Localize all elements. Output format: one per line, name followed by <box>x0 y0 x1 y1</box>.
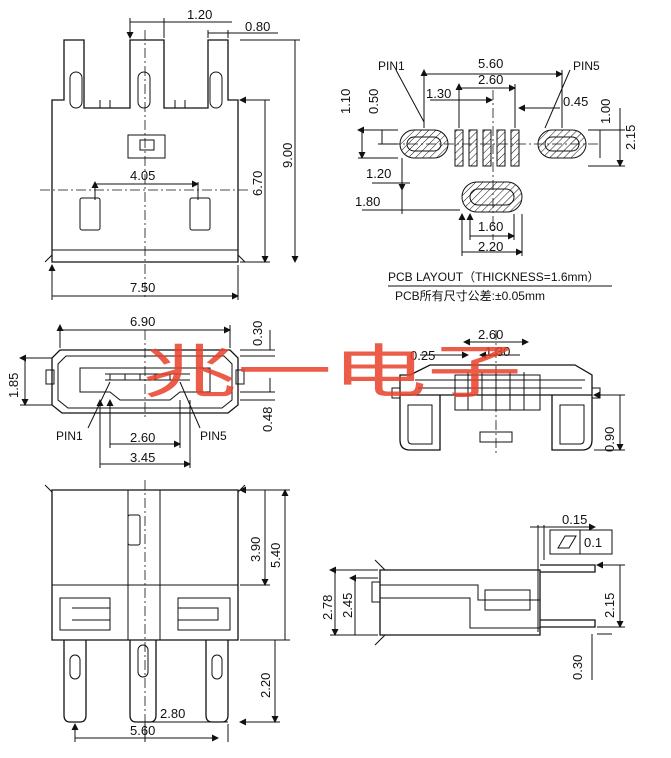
dim-back-260: 2.60 <box>478 327 503 342</box>
side-view: 0.15 0.1 2.78 2.45 2.15 0.30 <box>320 512 625 680</box>
pcb-tolerance-note: PCB所有尺寸公差:±0.05mm <box>395 289 545 303</box>
dim-top-height-total: 9.00 <box>280 143 295 168</box>
front-view: 6.90 0.30 1.85 0.48 PIN1 PIN5 2.60 3.45 <box>6 314 275 468</box>
dim-top-height-body: 6.70 <box>250 171 265 196</box>
dim-front-pins: 2.60 <box>130 430 155 445</box>
dim-pcb-160: 1.60 <box>478 219 503 234</box>
dim-pcb-220: 2.20 <box>478 239 503 254</box>
dim-bottom-280: 2.80 <box>160 706 185 721</box>
dim-pcb-h050: 0.50 <box>366 89 381 114</box>
dim-top-slot: 4.05 <box>130 168 155 183</box>
dim-side-215: 2.15 <box>602 593 617 618</box>
dim-side-030: 0.30 <box>570 655 585 680</box>
dim-side-278: 2.78 <box>320 595 335 620</box>
dim-pcb-120: 1.20 <box>366 166 391 181</box>
dim-pcb-pins: 2.60 <box>478 72 503 87</box>
dim-bottom-390: 3.90 <box>248 537 263 562</box>
dim-pcb-offset: 1.30 <box>426 86 451 101</box>
pcb-layout-view: PIN1 PIN5 5.60 2.60 1.30 0.45 1.10 0.50 … <box>338 56 638 303</box>
dim-pcb-180: 1.80 <box>355 194 380 209</box>
dim-pcb-h110: 1.10 <box>338 89 353 114</box>
dim-pcb-h215: 2.15 <box>623 125 638 150</box>
dim-front-185: 1.85 <box>6 373 21 398</box>
back-view: 2.60 0.25 1.30 0.90 <box>391 327 625 455</box>
dim-front-345: 3.45 <box>130 450 155 465</box>
dim-bottom-220: 2.20 <box>258 673 273 698</box>
dim-side-tol: 0.1 <box>584 535 602 550</box>
dim-back-130: 1.30 <box>485 344 510 359</box>
front-pin1-label: PIN1 <box>56 429 83 443</box>
dim-bottom-560: 5.60 <box>130 723 155 738</box>
front-pin5-label: PIN5 <box>200 429 227 443</box>
dim-side-245: 2.45 <box>340 593 355 618</box>
dim-front-048: 0.48 <box>260 407 275 432</box>
pcb-pin1-label: PIN1 <box>378 59 405 73</box>
watermark-text: 兆一电子 <box>142 338 522 406</box>
pcb-pin5-label: PIN5 <box>573 59 600 73</box>
dim-top-tab: 0.80 <box>245 19 270 34</box>
dim-pcb-h100: 1.00 <box>598 99 613 124</box>
dim-pcb-pad-width: 0.45 <box>563 94 588 109</box>
bottom-view: 3.90 5.40 2.20 2.80 5.60 <box>44 480 290 742</box>
dim-back-025: 0.25 <box>410 348 435 363</box>
dim-back-090: 0.90 <box>602 427 617 452</box>
dim-bottom-540: 5.40 <box>268 543 283 568</box>
dim-pcb-span: 5.60 <box>478 56 503 71</box>
dim-front-030: 0.30 <box>250 321 265 346</box>
dim-side-015: 0.15 <box>562 512 587 527</box>
dim-front-width: 6.90 <box>130 314 155 329</box>
dim-top-width: 7.50 <box>130 280 155 295</box>
dim-top-pitch: 1.20 <box>187 7 212 22</box>
top-view: 1.20 0.80 9.00 6.70 4.05 7.50 <box>40 7 300 300</box>
pcb-layout-title: PCB LAYOUT（THICKNESS=1.6mm） <box>388 270 600 284</box>
